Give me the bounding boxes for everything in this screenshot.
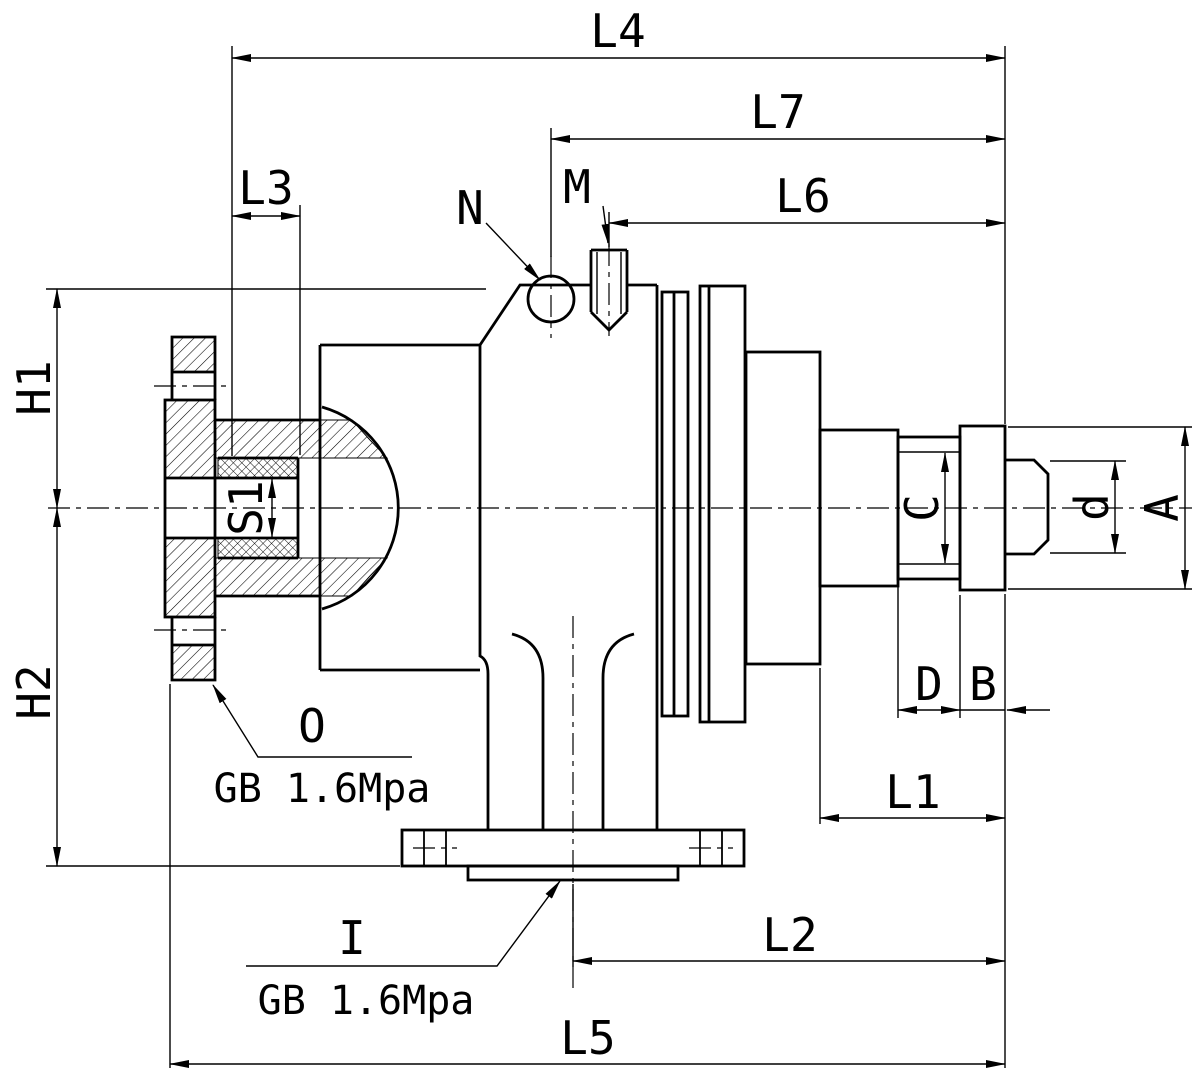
hub-lower-hatch bbox=[214, 557, 389, 597]
leader-i bbox=[246, 880, 561, 967]
body-top-outline bbox=[478, 283, 657, 346]
dim-label-d-upper: D bbox=[915, 657, 943, 711]
leader-n bbox=[485, 222, 541, 281]
pipe-bore-right-flare bbox=[601, 632, 635, 830]
shaft-thread-minor-lines bbox=[898, 451, 960, 565]
flange-bottom-boss-outline bbox=[170, 617, 217, 682]
dim-label-l5: L5 bbox=[560, 1011, 615, 1065]
labels-group: L4 L7 L6 L3 H1 H2 S1 C d A D B L1 L2 L5 … bbox=[7, 4, 1189, 1065]
hub-upper-hatch bbox=[214, 419, 389, 459]
dim-label-c: C bbox=[895, 494, 949, 522]
dim-label-l3: L3 bbox=[238, 161, 293, 215]
dim-label-l4: L4 bbox=[590, 4, 645, 58]
feature-label-m: M bbox=[563, 160, 591, 214]
leader-m bbox=[601, 205, 610, 244]
dimension-lines-group bbox=[53, 54, 1189, 1068]
thread-lines-group bbox=[596, 252, 960, 565]
seal-strip-bottom bbox=[217, 537, 299, 559]
pipe-bore-left-flare bbox=[511, 632, 545, 830]
shaft-pilot-end bbox=[1005, 458, 1050, 556]
disc-stack-group bbox=[660, 284, 747, 724]
dim-label-b: B bbox=[969, 657, 997, 711]
note-i-spec: GB 1.6Mpa bbox=[258, 978, 475, 1024]
seal-strip-top bbox=[217, 457, 299, 479]
flange-plate-upper-hatch bbox=[164, 399, 216, 479]
neck-outline bbox=[320, 343, 480, 672]
feature-label-n: N bbox=[456, 181, 484, 235]
note-o-spec: GB 1.6Mpa bbox=[214, 766, 431, 812]
dim-label-l2: L2 bbox=[762, 908, 817, 962]
extension-lines-group bbox=[46, 46, 1192, 1068]
dim-label-s1: S1 bbox=[219, 480, 273, 535]
dim-label-l1: L1 bbox=[885, 765, 940, 819]
seal-edges bbox=[218, 456, 298, 560]
dim-label-a: A bbox=[1135, 494, 1189, 522]
leader-o bbox=[212, 684, 412, 758]
ext-a bbox=[1008, 426, 1192, 590]
dim-label-h2: H2 bbox=[7, 664, 61, 719]
flange-top-boss-outline bbox=[170, 335, 217, 400]
disc-2-outline bbox=[698, 284, 747, 724]
feature-label-o: O bbox=[298, 699, 326, 753]
leaders-group bbox=[212, 205, 610, 967]
dim-label-h1: H1 bbox=[7, 360, 61, 415]
dim-label-l7: L7 bbox=[750, 85, 805, 139]
flange-bottom-boss-hatch bbox=[171, 644, 216, 681]
main-body-group bbox=[478, 248, 659, 830]
body-left-and-pipe-wall bbox=[478, 345, 490, 830]
centerlines-group bbox=[48, 244, 1192, 988]
m-hole-thread-minor-lines bbox=[596, 252, 622, 314]
dim-label-l6: L6 bbox=[775, 169, 830, 223]
sphere-arc bbox=[321, 405, 400, 611]
feature-label-i: I bbox=[338, 911, 366, 965]
flange-top-boss-hatch bbox=[171, 336, 216, 373]
flange-plate-lower-hatch bbox=[164, 537, 216, 618]
dim-label-d-small: d bbox=[1065, 493, 1119, 521]
